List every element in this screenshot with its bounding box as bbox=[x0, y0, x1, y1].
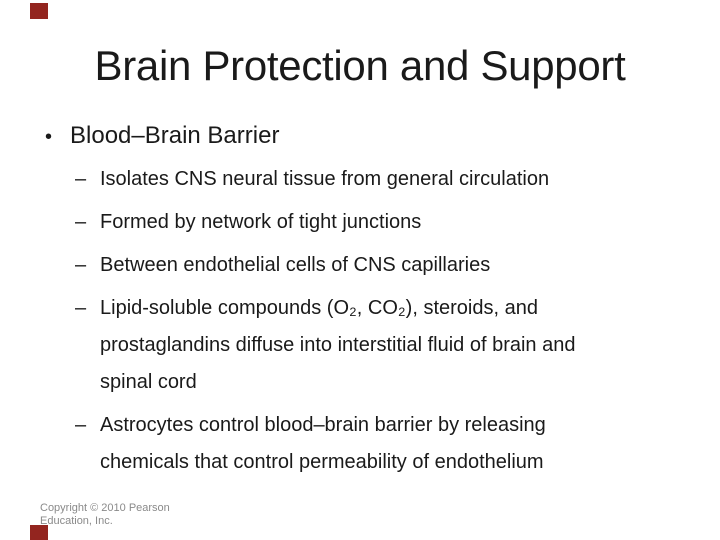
sub-bullet-text: Astrocytes control blood–brain barrier b… bbox=[100, 407, 665, 481]
dash-bullet-icon: – bbox=[75, 254, 87, 276]
accent-square-bottom bbox=[30, 525, 48, 540]
sub-bullet-line: chemicals that control permeability of e… bbox=[100, 451, 544, 473]
copyright-line1: Copyright © 2010 Pearson bbox=[40, 502, 170, 514]
sub-bullet-line: Between endothelial cells of CNS capilla… bbox=[100, 254, 491, 276]
sub-bullet-item: –Isolates CNS neural tissue from general… bbox=[75, 161, 665, 198]
dash-bullet-icon: – bbox=[75, 168, 87, 190]
bullet-item-level1: • Blood–Brain Barrier bbox=[45, 119, 279, 154]
sub-bullet-line: Isolates CNS neural tissue from general … bbox=[100, 168, 550, 190]
dash-bullet-icon: – bbox=[75, 414, 87, 436]
sub-bullet-text: Formed by network of tight junctions bbox=[100, 204, 665, 241]
sub-bullet-text: Lipid-soluble compounds (O₂, CO₂), stero… bbox=[100, 290, 665, 401]
sub-bullet-item: –Formed by network of tight junctions bbox=[75, 204, 665, 241]
dot-bullet-icon: • bbox=[45, 126, 53, 148]
sub-bullet-text: Isolates CNS neural tissue from general … bbox=[100, 161, 665, 198]
slide-title: Brain Protection and Support bbox=[94, 42, 626, 89]
sub-bullet-item: –Astrocytes control blood–brain barrier … bbox=[75, 407, 665, 481]
sub-bullet-item: –Lipid-soluble compounds (O₂, CO₂), ster… bbox=[75, 290, 665, 401]
copyright-notice: Copyright © 2010 Pearson Education, Inc. bbox=[40, 502, 170, 527]
sub-bullet-line: spinal cord bbox=[100, 371, 197, 393]
sub-bullet-line: prostaglandins diffuse into interstitial… bbox=[100, 334, 576, 356]
accent-square-top bbox=[30, 3, 48, 19]
dash-bullet-icon: – bbox=[75, 211, 87, 233]
dash-bullet-icon: – bbox=[75, 297, 87, 319]
sub-bullet-line: Lipid-soluble compounds (O₂, CO₂), stero… bbox=[100, 297, 538, 319]
sub-bullet-line: Formed by network of tight junctions bbox=[100, 211, 422, 233]
copyright-line2: Education, Inc. bbox=[40, 514, 113, 527]
sub-bullet-list: –Isolates CNS neural tissue from general… bbox=[75, 161, 665, 487]
bullet-level1-text: Blood–Brain Barrier bbox=[70, 122, 280, 149]
sub-bullet-item: –Between endothelial cells of CNS capill… bbox=[75, 247, 665, 284]
sub-bullet-line: Astrocytes control blood–brain barrier b… bbox=[100, 414, 546, 436]
sub-bullet-text: Between endothelial cells of CNS capilla… bbox=[100, 247, 665, 284]
